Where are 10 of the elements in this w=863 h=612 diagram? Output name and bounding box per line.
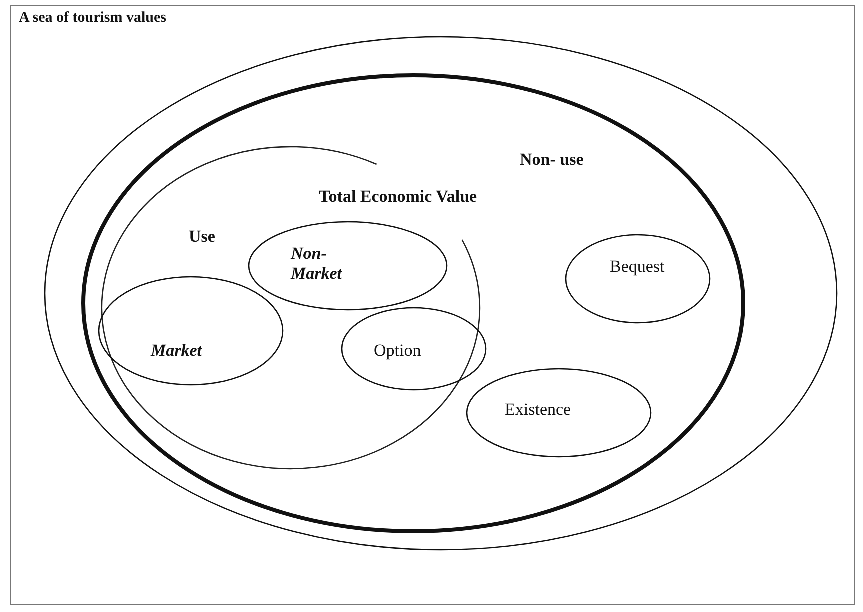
value-label: Market xyxy=(151,341,202,362)
value-label: Bequest xyxy=(610,257,665,278)
region-label: Non- use xyxy=(520,150,584,170)
value-label: Non- Market xyxy=(291,244,344,285)
region-label: Total Economic Value xyxy=(319,187,478,208)
frame-box xyxy=(10,5,855,605)
value-label: Existence xyxy=(505,400,572,420)
value-label: Option xyxy=(374,341,422,362)
region-label: Use xyxy=(189,227,216,248)
frame-label: A sea of tourism values xyxy=(19,9,166,27)
